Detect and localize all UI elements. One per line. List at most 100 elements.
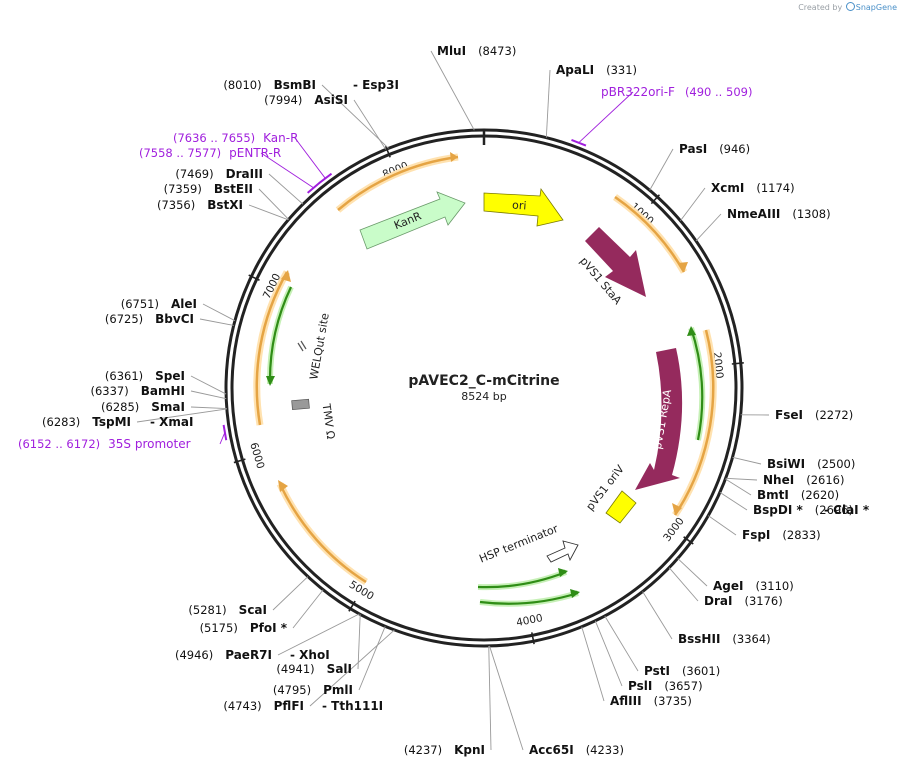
site-leader-bbvci (199, 318, 234, 326)
primer-label-kan-r: (7636 .. 7655)Kan-R (173, 131, 298, 145)
ori-arrow (483, 187, 564, 227)
site-label-spei: (6361)SpeI (105, 369, 185, 383)
site-leaders (136, 50, 770, 751)
primer-mark-pbr322ori-f (571, 139, 587, 147)
site-name: AsiSI (314, 93, 348, 107)
site-name: PstI (644, 664, 670, 678)
green-arc-3 (477, 570, 567, 589)
tick-3000 (683, 536, 694, 545)
primer-label-pentr-r: (7558 .. 7577)pENTR-R (139, 146, 281, 160)
site-position: (3110) (755, 579, 793, 593)
primer-name: pBR322ori-F (601, 85, 675, 99)
site-label-scai: (5281)ScaI (188, 603, 267, 617)
site-position: (7356) (157, 198, 195, 212)
site-label-pmli: (4795)PmlI (273, 683, 353, 697)
site-name: DraI (704, 594, 732, 608)
welqut-mark-b (300, 340, 307, 350)
site-label-pasi: PasI(946) (679, 142, 750, 156)
green-arc-1-head (687, 326, 696, 336)
site-position: (6285) (101, 400, 139, 414)
site-leader-nmeaiii (695, 213, 722, 242)
feature-ori: ori (483, 187, 564, 227)
orf-arc-4-head (281, 270, 291, 282)
orf-arc-kan (337, 155, 459, 211)
site-extra-pflfi: - Tth111I (322, 699, 383, 713)
site-name: PaeR7I (225, 648, 272, 662)
site-position: (7994) (264, 93, 302, 107)
tick-2000 (731, 362, 744, 365)
feature-kanr: KanR (359, 191, 466, 250)
site-name: PslI (628, 679, 652, 693)
site-name: TspMI (92, 415, 131, 429)
site-name: SpeI (155, 369, 185, 383)
pvs1-staa-arrow (585, 227, 646, 297)
site-label-sali: (4941)SalI (276, 662, 352, 676)
feature-pvs1-oriv: pVS1 oriV (584, 462, 637, 524)
site-position: (6283) (42, 415, 80, 429)
site-position: (2616) (806, 473, 844, 487)
site-position: (3657) (664, 679, 702, 693)
orf-arc-4 (255, 271, 289, 426)
site-leader-bspdi (719, 491, 748, 511)
primer-range: (7558 .. 7577) (139, 146, 221, 160)
site-label-afliii: AflIII(3735) (610, 694, 692, 708)
site-label-kpni: (4237)KpnI (404, 743, 485, 757)
tick-7000 (248, 274, 260, 281)
welqut-mark-a (297, 342, 304, 352)
orf-arc-3 (278, 483, 367, 584)
orf-arc-2-head (672, 503, 682, 515)
pvs1-oriv-box (605, 490, 637, 524)
site-label-bsmbi: (8010)BsmBI (223, 78, 316, 92)
green-arcs (266, 285, 706, 607)
tick-1000 (650, 194, 661, 205)
plasmid-name: pAVEC2_C-mCitrine (408, 373, 559, 389)
site-leader-bsiwi (732, 456, 762, 465)
site-leader-afliii (581, 626, 605, 702)
site-leader-bstxi (248, 204, 289, 221)
hsp-terminator-arrow (546, 540, 579, 563)
tick-label: 6000 (247, 441, 266, 470)
site-leader-bamhi (190, 390, 227, 400)
green-arc-4 (479, 591, 579, 605)
site-leader-pmli (358, 626, 386, 691)
site-name: NheI (763, 473, 794, 487)
orf-arc-3-glow (276, 482, 368, 585)
site-position: (8473) (478, 44, 516, 58)
site-name: DraIII (226, 167, 263, 181)
site-leader-scai (272, 576, 309, 611)
site-position: (4237) (404, 743, 442, 757)
site-label-psti: PstI(3601) (644, 664, 720, 678)
site-extra-bsmbi: - Esp3I (353, 78, 399, 92)
tick-label: 3000 (661, 515, 687, 544)
credit-prefix: Created by (798, 3, 843, 12)
site-position: (4233) (586, 743, 624, 757)
site-leader-fspi (707, 515, 737, 536)
site-label-psli: PslI (3657) (628, 679, 703, 693)
site-position: (2500) (817, 457, 855, 471)
site-name: PasI (679, 142, 707, 156)
site-name: SalI (327, 662, 352, 676)
green-arc-1 (689, 327, 704, 441)
site-leader-paer7i (277, 613, 360, 656)
site-label-drai: DraI(3176) (704, 594, 783, 608)
site-label-xcmi: XcmI(1174) (711, 181, 795, 195)
site-label-agei: AgeI(3110) (713, 579, 794, 593)
site-label-bsiwi: BsiWI(2500) (767, 457, 855, 471)
site-leader-smai (190, 406, 227, 409)
site-position: (5175) (200, 621, 238, 635)
snapgene-credit: Created by SnapGene (798, 2, 897, 12)
site-labels: MluI(8473)ApaLI(331)PasI(946)XcmI(1174)N… (18, 44, 870, 757)
site-name: BssHII (678, 632, 720, 646)
site-name: PfoI * (250, 621, 288, 635)
site-label-asisi: (7994) AsiSI (264, 93, 348, 107)
site-position: (331) (606, 63, 637, 77)
site-extra-tspmi: - XmaI (150, 415, 193, 429)
ori-label: ori (512, 199, 527, 213)
site-name: XcmI (711, 181, 744, 195)
site-position: (5281) (188, 603, 226, 617)
tick-6000 (233, 458, 246, 464)
site-name: Acc65I (529, 743, 574, 757)
site-label-acc65i: Acc65I (4233) (529, 743, 624, 757)
site-leader-bsshii (642, 591, 673, 640)
